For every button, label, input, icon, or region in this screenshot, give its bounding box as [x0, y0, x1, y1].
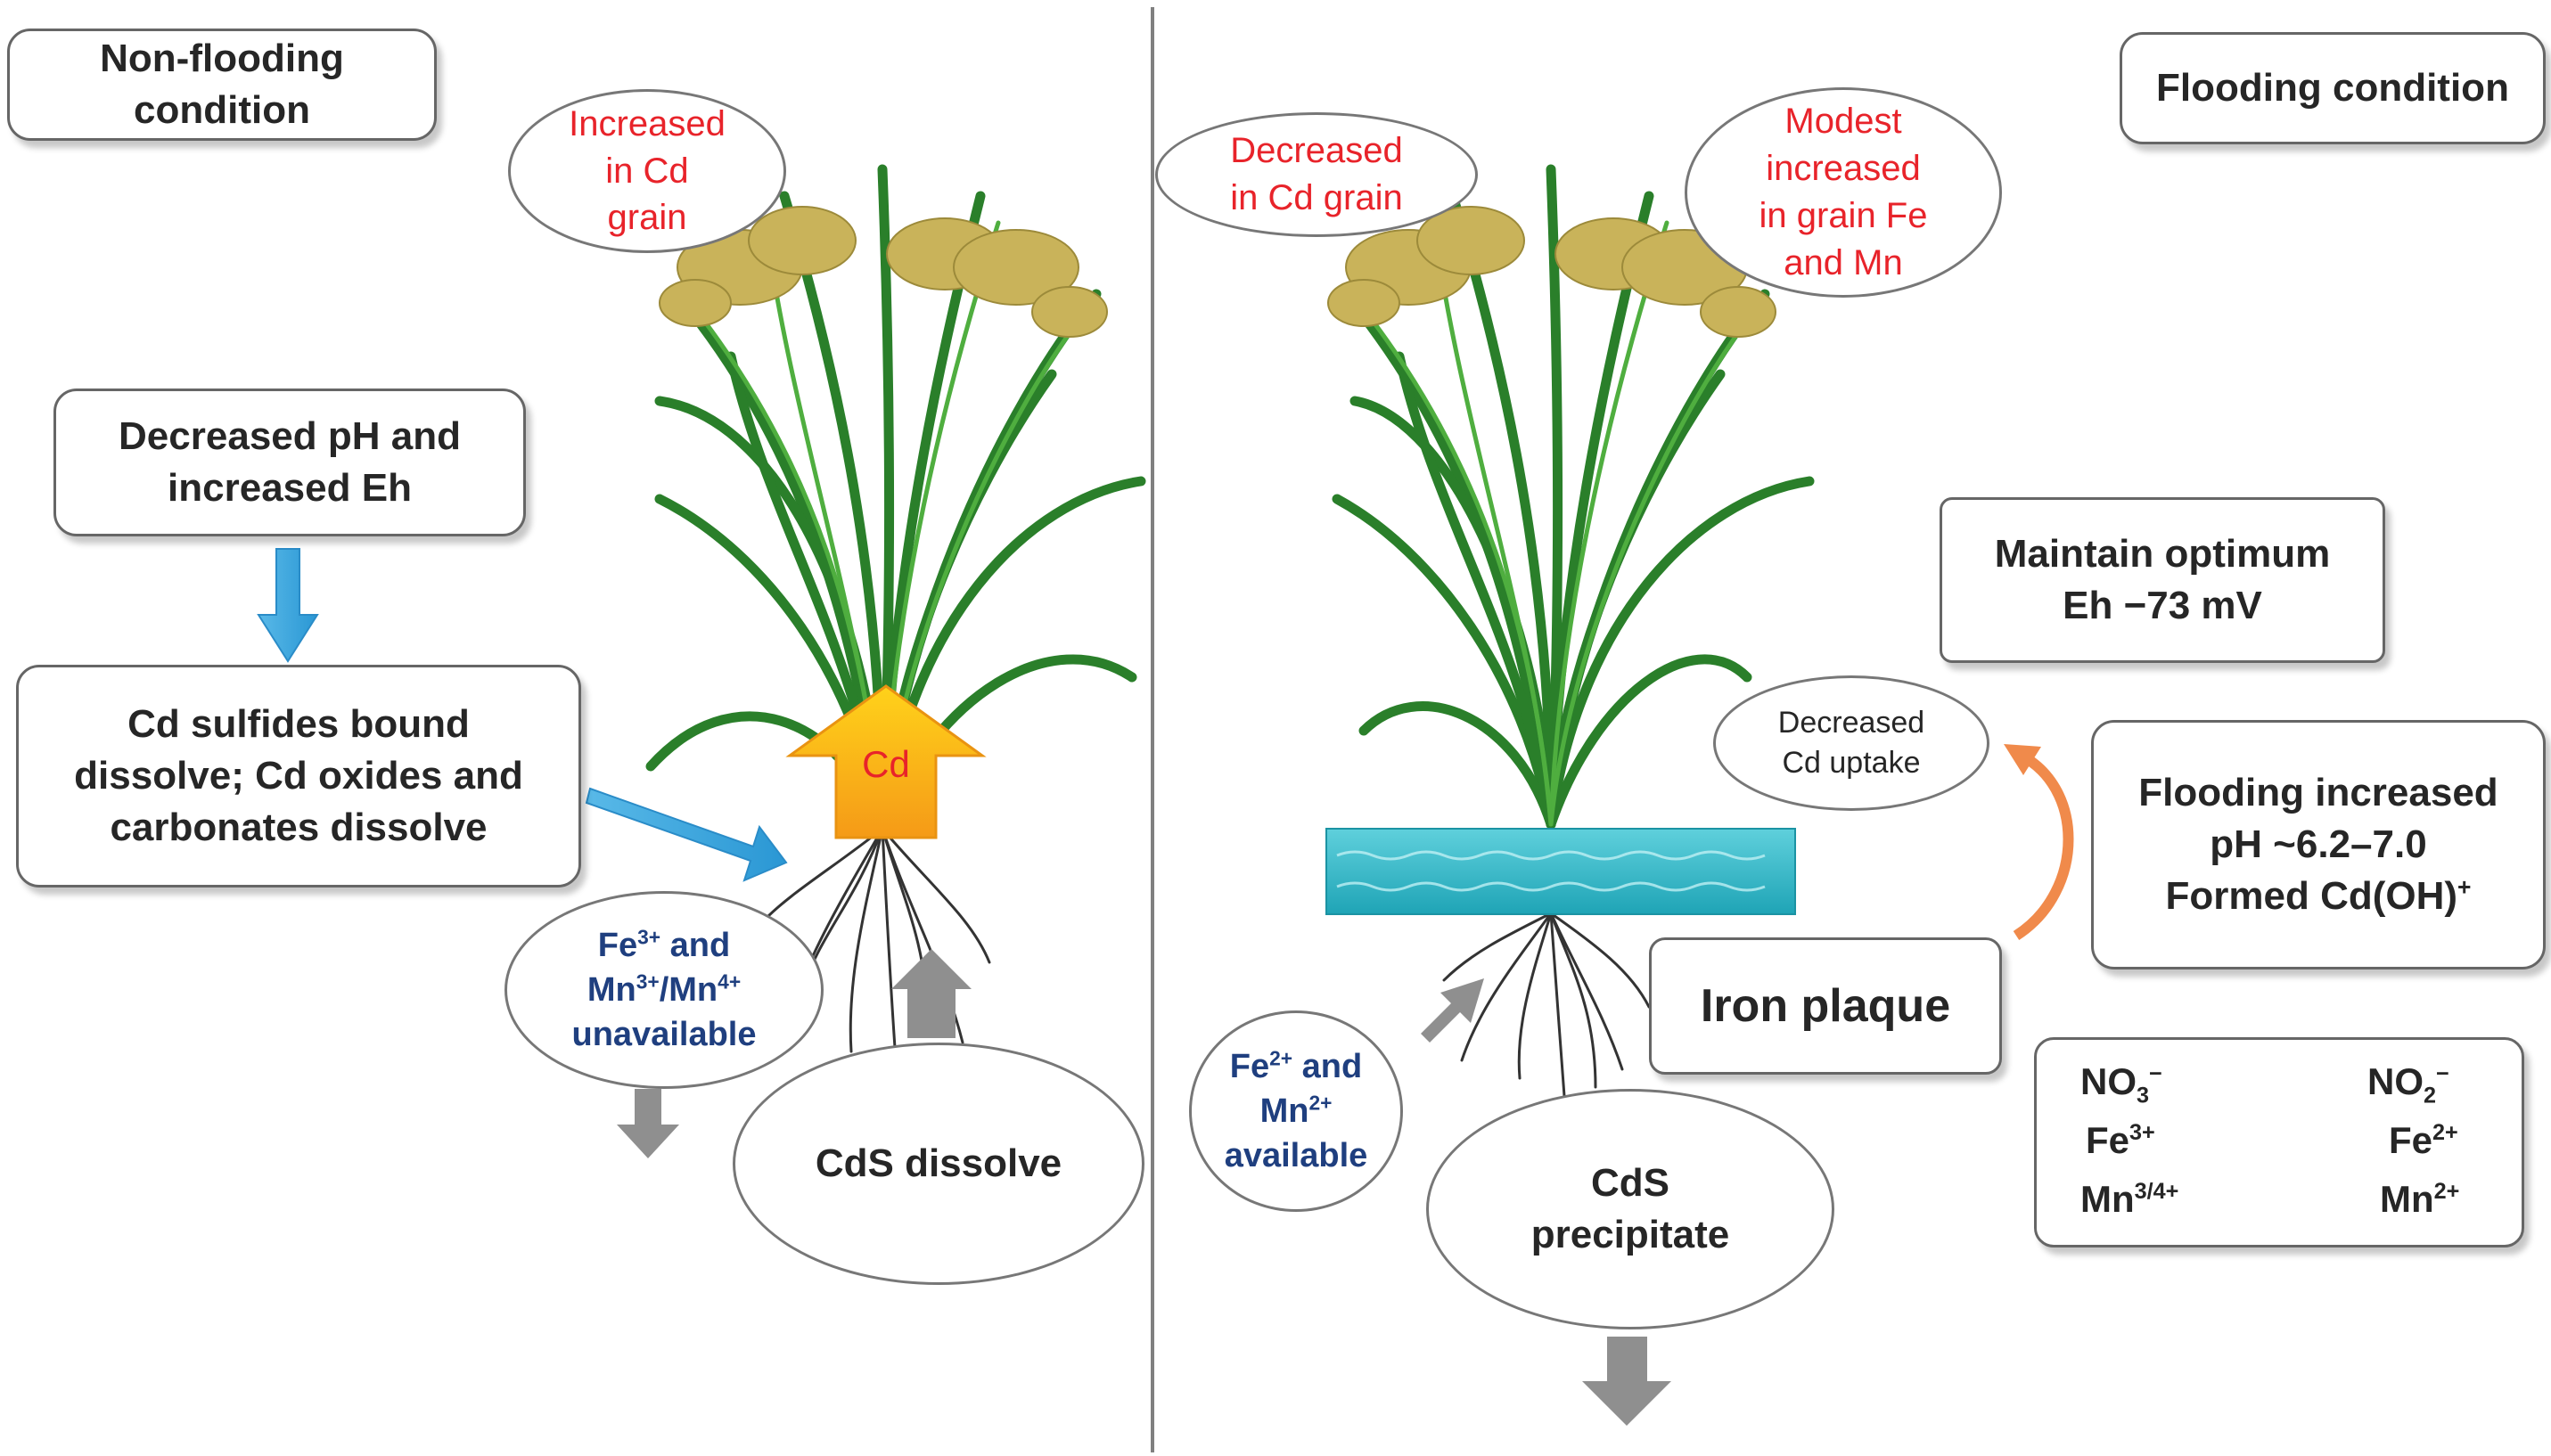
- redox-from-fe3: Fe3+: [2086, 1119, 2155, 1161]
- flooding-ph-box: Flooding increased pH ~6.2–7.0 Formed Cd…: [2091, 720, 2546, 969]
- flood-water-band: [1325, 828, 1796, 915]
- fe-mn-unavailable-note: Fe3+ and Mn3+/Mn4+ unavailable: [504, 891, 824, 1089]
- redox-to-no2: NO2−: [2367, 1060, 2449, 1108]
- blue-down-arrow: [257, 548, 319, 663]
- right-rice-plant: [1327, 164, 1815, 1098]
- iron-plaque-box: Iron plaque: [1649, 937, 2002, 1075]
- curved-feedback-arrow: [2013, 748, 2074, 941]
- blue-diagonal-arrow: [585, 787, 788, 882]
- redox-from-no3: NO3−: [2080, 1060, 2162, 1108]
- redox-reactions-box: [2034, 1037, 2524, 1247]
- flooding-condition-label: Flooding condition: [2120, 32, 2546, 144]
- redox-from-mn34: Mn3/4+: [2080, 1178, 2179, 1220]
- fe-mn-available-note: Fe2+ and Mn2+ available: [1189, 1010, 1403, 1212]
- cd-uptake-label: Cd: [862, 743, 910, 785]
- redox-to-fe2: Fe2+: [2389, 1119, 2458, 1161]
- gray-diagonal-arrow-right: [1421, 978, 1484, 1043]
- cd-uptake-arrow: [785, 684, 987, 839]
- gray-up-arrow-left: [891, 949, 972, 1038]
- redox-to-mn2: Mn2+: [2380, 1178, 2460, 1220]
- cds-dissolve-note: CdS dissolve: [733, 1043, 1144, 1285]
- gray-down-arrow-left: [617, 1089, 679, 1158]
- gray-down-arrow-right: [1582, 1337, 1671, 1426]
